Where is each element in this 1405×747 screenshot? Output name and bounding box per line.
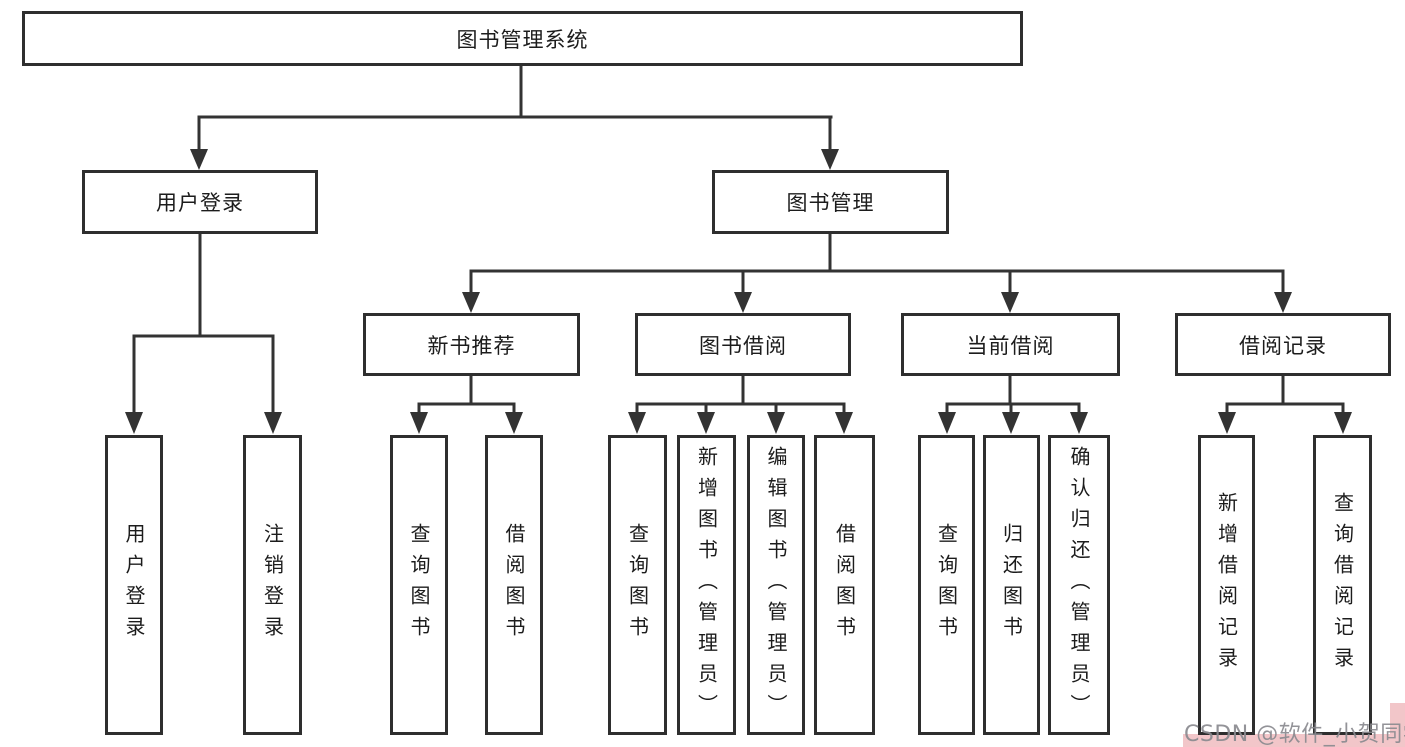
leaf-current-confirm-return-admin: 确认归还（管理员） — [1048, 435, 1110, 735]
node-user-login: 用户登录 — [82, 170, 318, 234]
node-book-management: 图书管理 — [712, 170, 949, 234]
node-borrow-records: 借阅记录 — [1175, 313, 1391, 376]
node-new-book-recommend: 新书推荐 — [363, 313, 580, 376]
node-current-borrow: 当前借阅 — [901, 313, 1120, 376]
leaf-borrow-edit-book-admin: 编辑图书（管理员） — [747, 435, 805, 735]
leaf-current-query-book: 查询图书 — [918, 435, 975, 735]
leaf-recommend-query-book: 查询图书 — [390, 435, 448, 735]
leaf-borrow-borrow-book: 借阅图书 — [814, 435, 875, 735]
node-book-borrow: 图书借阅 — [635, 313, 851, 376]
leaf-recommend-borrow-book: 借阅图书 — [485, 435, 543, 735]
node-root: 图书管理系统 — [22, 11, 1023, 66]
leaf-records-query-record: 查询借阅记录 — [1313, 435, 1372, 735]
leaf-current-return-book: 归还图书 — [983, 435, 1040, 735]
leaf-user-login: 用户登录 — [105, 435, 163, 735]
csdn-watermark: CSDN @软件_小贺同学 — [1184, 722, 1405, 747]
leaf-borrow-add-book-admin: 新增图书（管理员） — [677, 435, 736, 735]
watermark-background — [1183, 734, 1405, 747]
leaf-records-add-record: 新增借阅记录 — [1198, 435, 1255, 735]
leaf-logout: 注销登录 — [243, 435, 302, 735]
leaf-borrow-query-book: 查询图书 — [608, 435, 667, 735]
